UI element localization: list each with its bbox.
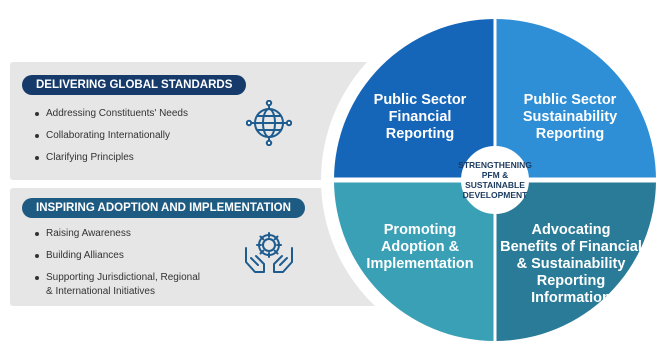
center-label-line: PFM & (481, 170, 509, 180)
center-label-line: STRENGTHENING (458, 160, 532, 170)
inspiring-items-list: Raising Awareness Building Alliances Sup… (34, 228, 200, 308)
segment-label-line: Adoption & (380, 239, 460, 255)
inspiring-adoption-heading: INSPIRING ADOPTION AND IMPLEMENTATION (22, 198, 305, 218)
segment-label-line: Information (531, 290, 611, 306)
list-item: Addressing Constituents' Needs (34, 108, 188, 120)
list-item-continuation: & International Initiatives (46, 286, 155, 297)
segment-label-advocating-benefits: Advocating Benefits of Financial & Susta… (493, 222, 649, 307)
segment-label-line: Public Sector (523, 92, 617, 108)
segment-label-line: Reporting (385, 126, 455, 142)
segment-label-line: Advocating (531, 222, 611, 238)
delivering-items-list: Addressing Constituents' Needs Collabora… (34, 108, 188, 174)
center-label: STRENGTHENING PFM & SUSTAINABLE DEVELOPM… (455, 160, 535, 200)
list-item: Supporting Jurisdictional, Regional (34, 272, 200, 284)
center-label-line: SUSTAINABLE (465, 180, 525, 190)
center-hub (461, 146, 529, 214)
segment-label-line: Benefits of Financial (500, 239, 642, 255)
delivering-global-standards-heading: DELIVERING GLOBAL STANDARDS (22, 75, 247, 95)
segment-label-line: Reporting (536, 273, 606, 289)
segment-label-financial-reporting: Public Sector Financial Reporting (350, 92, 490, 143)
segment-label-promoting-adoption: Promoting Adoption & Implementation (362, 222, 478, 273)
segment-label-line: Implementation (366, 256, 474, 272)
segment-label-sustainability-reporting: Public Sector Sustainability Reporting (500, 92, 640, 143)
segment-label-line: Promoting (383, 222, 457, 238)
segment-label-line: Sustainability (522, 109, 618, 125)
segment-label-line: Reporting (535, 126, 605, 142)
list-item: Collaborating Internationally (34, 130, 188, 142)
segment-label-line: & Sustainability (516, 256, 626, 272)
list-item: Clarifying Principles (34, 152, 188, 164)
segment-label-line: Public Sector (373, 92, 467, 108)
hands-gear-icon (242, 228, 296, 281)
segment-label-line: Financial (388, 109, 452, 125)
center-label-line: DEVELOPMENT (462, 190, 528, 200)
globe-network-icon (245, 99, 293, 151)
list-item: Raising Awareness (34, 228, 200, 240)
list-item: Building Alliances (34, 250, 200, 262)
